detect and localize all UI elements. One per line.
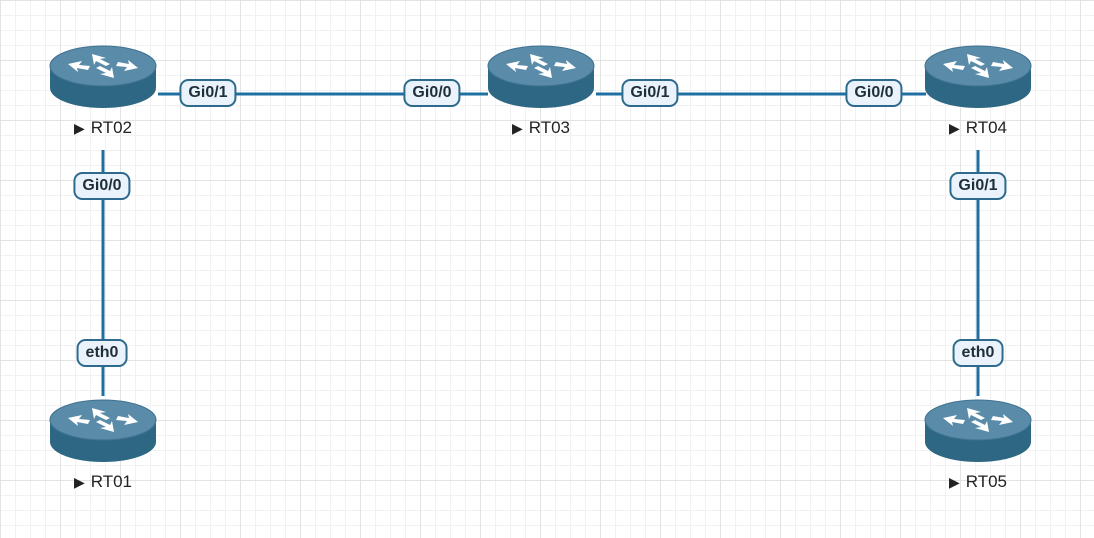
router-icon[interactable]: [48, 394, 158, 466]
router-icon[interactable]: [923, 394, 1033, 466]
port-rt03-gi0-1[interactable]: Gi0/1: [621, 79, 679, 107]
play-icon[interactable]: ▶: [948, 120, 960, 136]
node-name: RT03: [528, 118, 571, 137]
play-icon[interactable]: ▶: [73, 474, 85, 490]
node-label-rt04[interactable]: ▶ RT04: [923, 118, 1033, 138]
router-icon[interactable]: [486, 40, 596, 112]
node-label-rt02[interactable]: ▶ RT02: [48, 118, 158, 138]
port-rt02-gi0-1[interactable]: Gi0/1: [179, 79, 237, 107]
port-rt02-gi0-0[interactable]: Gi0/0: [73, 172, 131, 200]
play-icon[interactable]: ▶: [511, 120, 523, 136]
port-rt03-gi0-0[interactable]: Gi0/0: [403, 79, 461, 107]
play-icon[interactable]: ▶: [73, 120, 85, 136]
port-rt04-gi0-1[interactable]: Gi0/1: [949, 172, 1007, 200]
router-icon[interactable]: [923, 40, 1033, 112]
node-name: RT02: [90, 118, 133, 137]
router-icon[interactable]: [48, 40, 158, 112]
node-label-rt05[interactable]: ▶ RT05: [923, 472, 1033, 492]
port-rt04-gi0-0[interactable]: Gi0/0: [845, 79, 903, 107]
port-rt01-eth0[interactable]: eth0: [76, 339, 128, 367]
node-label-rt01[interactable]: ▶ RT01: [48, 472, 158, 492]
node-label-rt03[interactable]: ▶ RT03: [486, 118, 596, 138]
node-name: RT01: [90, 472, 133, 491]
node-name: RT05: [965, 472, 1008, 491]
port-rt05-eth0[interactable]: eth0: [952, 339, 1004, 367]
play-icon[interactable]: ▶: [948, 474, 960, 490]
node-name: RT04: [965, 118, 1008, 137]
